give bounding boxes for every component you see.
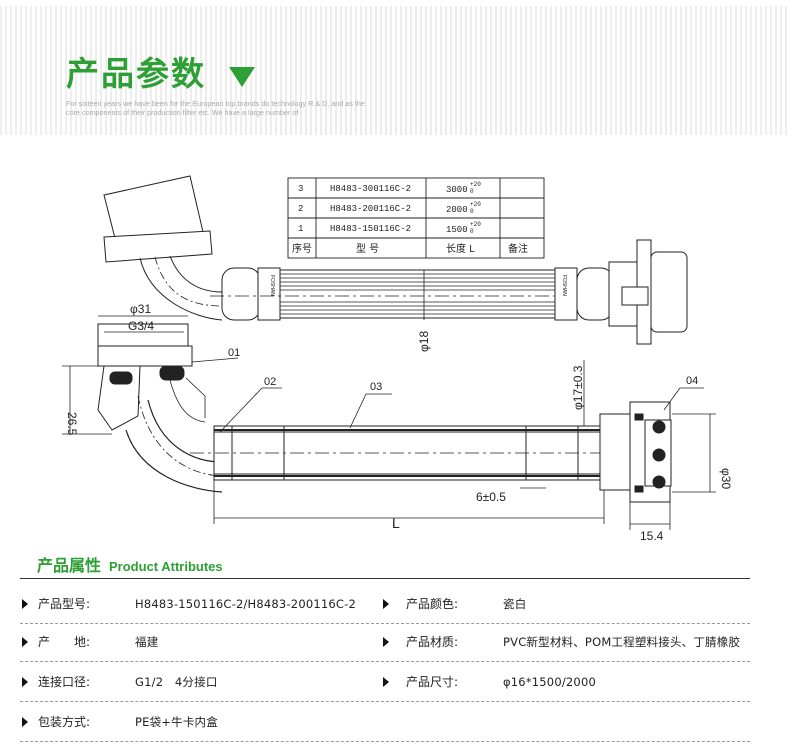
table-cell: 0 — [470, 188, 474, 195]
dim-label: L — [392, 515, 400, 531]
attribute-value: 福建 — [135, 635, 159, 649]
attribute-label: 包装方式: — [38, 715, 91, 729]
triangle-right-icon — [22, 677, 28, 687]
triangle-right-icon — [22, 637, 28, 647]
banner-subtitle: For sixteen years we have been for the E… — [66, 99, 365, 117]
callout-label: 03 — [370, 381, 382, 393]
spec-table — [287, 177, 545, 259]
attribute-label: 产品型号: — [38, 597, 91, 611]
table-cell: H8483-300116C-2 — [330, 184, 411, 194]
divider — [20, 578, 750, 579]
table-header: 型 号 — [356, 242, 379, 255]
triangle-down-icon — [229, 67, 255, 87]
upper-elbow — [103, 175, 223, 321]
attribute-value: φ16*1500/2000 — [503, 675, 596, 689]
brand-mark: FOSHAN — [561, 275, 567, 296]
dim-label: 6±0.5 — [476, 490, 506, 504]
technical-drawing: 3 H8483-300116C-2 3000 +20 0 2 H8483-200… — [62, 175, 733, 543]
attribute-label: 产品尺寸: — [406, 675, 459, 689]
attribute-value: 瓷白 — [503, 597, 527, 611]
attribute-row: 产 地: 福建 产品材质: PVC新型材料、POM工程塑料接头、丁腈橡胶 — [20, 622, 750, 662]
brand-mark: FOSHAN — [269, 275, 275, 296]
upper-hose — [210, 239, 688, 345]
attribute-label: 连接口径: — [38, 675, 91, 689]
callout-label: 02 — [264, 376, 276, 388]
dim-label: φ18 — [417, 331, 431, 352]
triangle-right-icon — [383, 637, 389, 647]
dim-label: φ31 — [130, 302, 151, 316]
callout-label: 04 — [686, 375, 698, 387]
attribute-row: 包装方式: PE袋+牛卡内盒 — [20, 702, 750, 742]
table-cell: +20 — [470, 181, 481, 188]
attribute-row: 产品型号: H8483-150116C-2/H8483-200116C-2 产品… — [20, 584, 750, 624]
table-cell: 2000 — [446, 205, 468, 215]
dim-label: G3/4 — [128, 319, 154, 333]
attribute-label: 产品材质: — [406, 635, 459, 649]
table-cell: +20 — [470, 201, 481, 208]
attribute-value: PVC新型材料、POM工程塑料接头、丁腈橡胶 — [503, 635, 741, 649]
table-cell: 0 — [470, 228, 474, 235]
dim-label: φ30 — [719, 468, 733, 489]
triangle-right-icon — [383, 599, 389, 609]
header-banner: 产品参数 For sixteen years we have been for … — [0, 0, 790, 135]
table-header: 长度 L — [446, 242, 475, 255]
table-cell: H8483-200116C-2 — [330, 204, 411, 214]
banner-stripes — [0, 6, 790, 135]
triangle-right-icon — [22, 599, 28, 609]
dim-label: 26.5 — [65, 412, 79, 436]
dim-label: φ17±0.3 — [571, 365, 585, 410]
table-header: 序号 — [292, 242, 312, 255]
table-header: 备注 — [508, 242, 528, 255]
callout-label: 01 — [228, 347, 240, 359]
triangle-right-icon — [22, 717, 28, 727]
attribute-label: 产品颜色: — [406, 597, 459, 611]
table-cell: 1 — [298, 224, 303, 234]
attribute-row: 连接口径: G1/2 4分接口 产品尺寸: φ16*1500/2000 — [20, 662, 750, 702]
dim-label: 15.4 — [640, 529, 664, 543]
table-cell: 0 — [470, 208, 474, 215]
table-cell: 2 — [298, 204, 303, 214]
attribute-label: 产 地: — [38, 635, 91, 649]
table-cell: H8483-150116C-2 — [330, 224, 411, 234]
attribute-value: G1/2 4分接口 — [135, 675, 218, 689]
table-cell: 1500 — [446, 225, 468, 235]
triangle-right-icon — [383, 677, 389, 687]
attribute-value: PE袋+牛卡内盒 — [135, 715, 218, 729]
lower-elbow-section — [97, 323, 223, 493]
lower-hose-section — [190, 401, 672, 503]
attribute-value: H8483-150116C-2/H8483-200116C-2 — [135, 597, 356, 611]
table-cell: +20 — [470, 221, 481, 228]
page-title: 产品参数 — [66, 54, 206, 93]
dimension-lines — [62, 270, 716, 530]
table-cell: 3000 — [446, 185, 468, 195]
table-cell: 3 — [298, 184, 303, 194]
